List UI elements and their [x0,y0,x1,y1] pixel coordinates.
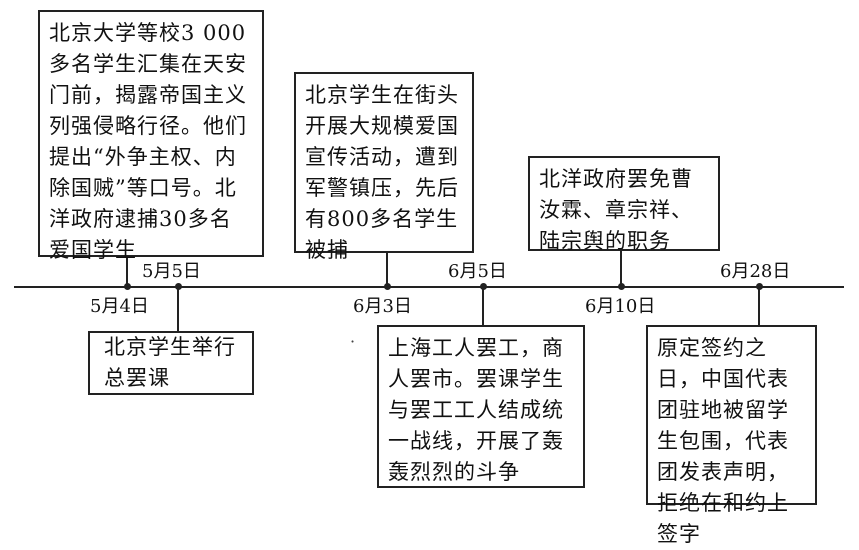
date-label-jun28: 6月28日 [720,261,791,282]
date-label-jun3: 6月3日 [353,296,412,317]
connector-jun5 [482,287,484,325]
event-box-may5: 北京大学等校3 000多名学生汇集在天安门前，揭露帝国主义列强侵略行径。他们提出… [38,10,264,262]
connector-jun3 [386,253,388,287]
connector-may4 [177,287,179,332]
marker-may4 [175,283,182,290]
marker-may5 [124,283,131,290]
event-box-may4: 北京学生举行总罢课 [88,331,254,395]
timeline-axis [14,286,844,288]
print-speck: · [350,332,356,351]
connector-may5 [126,257,128,287]
event-box-jun3: 北京学生在街头开展大规模爱国宣传活动，遭到军警镇压，先后有800多名学生被捕 [294,72,474,262]
event-box-jun28: 原定签约之日，中国代表团驻地被留学生包围，代表团发表声明，拒绝在和约上签字 [646,325,817,546]
date-label-jun10: 6月10日 [585,296,656,317]
date-label-may4: 5月4日 [90,296,149,317]
connector-jun10 [620,251,622,287]
event-box-jun10: 北洋政府罢免曹汝霖、章宗祥、陆宗舆的职务 [528,156,720,253]
date-label-may5: 5月5日 [142,261,201,282]
marker-jun10 [618,283,625,290]
connector-jun28 [758,287,760,325]
marker-jun5 [480,283,487,290]
marker-jun28 [756,283,763,290]
marker-jun3 [384,283,391,290]
date-label-jun5: 6月5日 [448,261,507,282]
event-box-jun5: 上海工人罢工，商人罢市。罢课学生与罢工工人结成统一战线，开展了轰轰烈烈的斗争 [377,325,585,488]
